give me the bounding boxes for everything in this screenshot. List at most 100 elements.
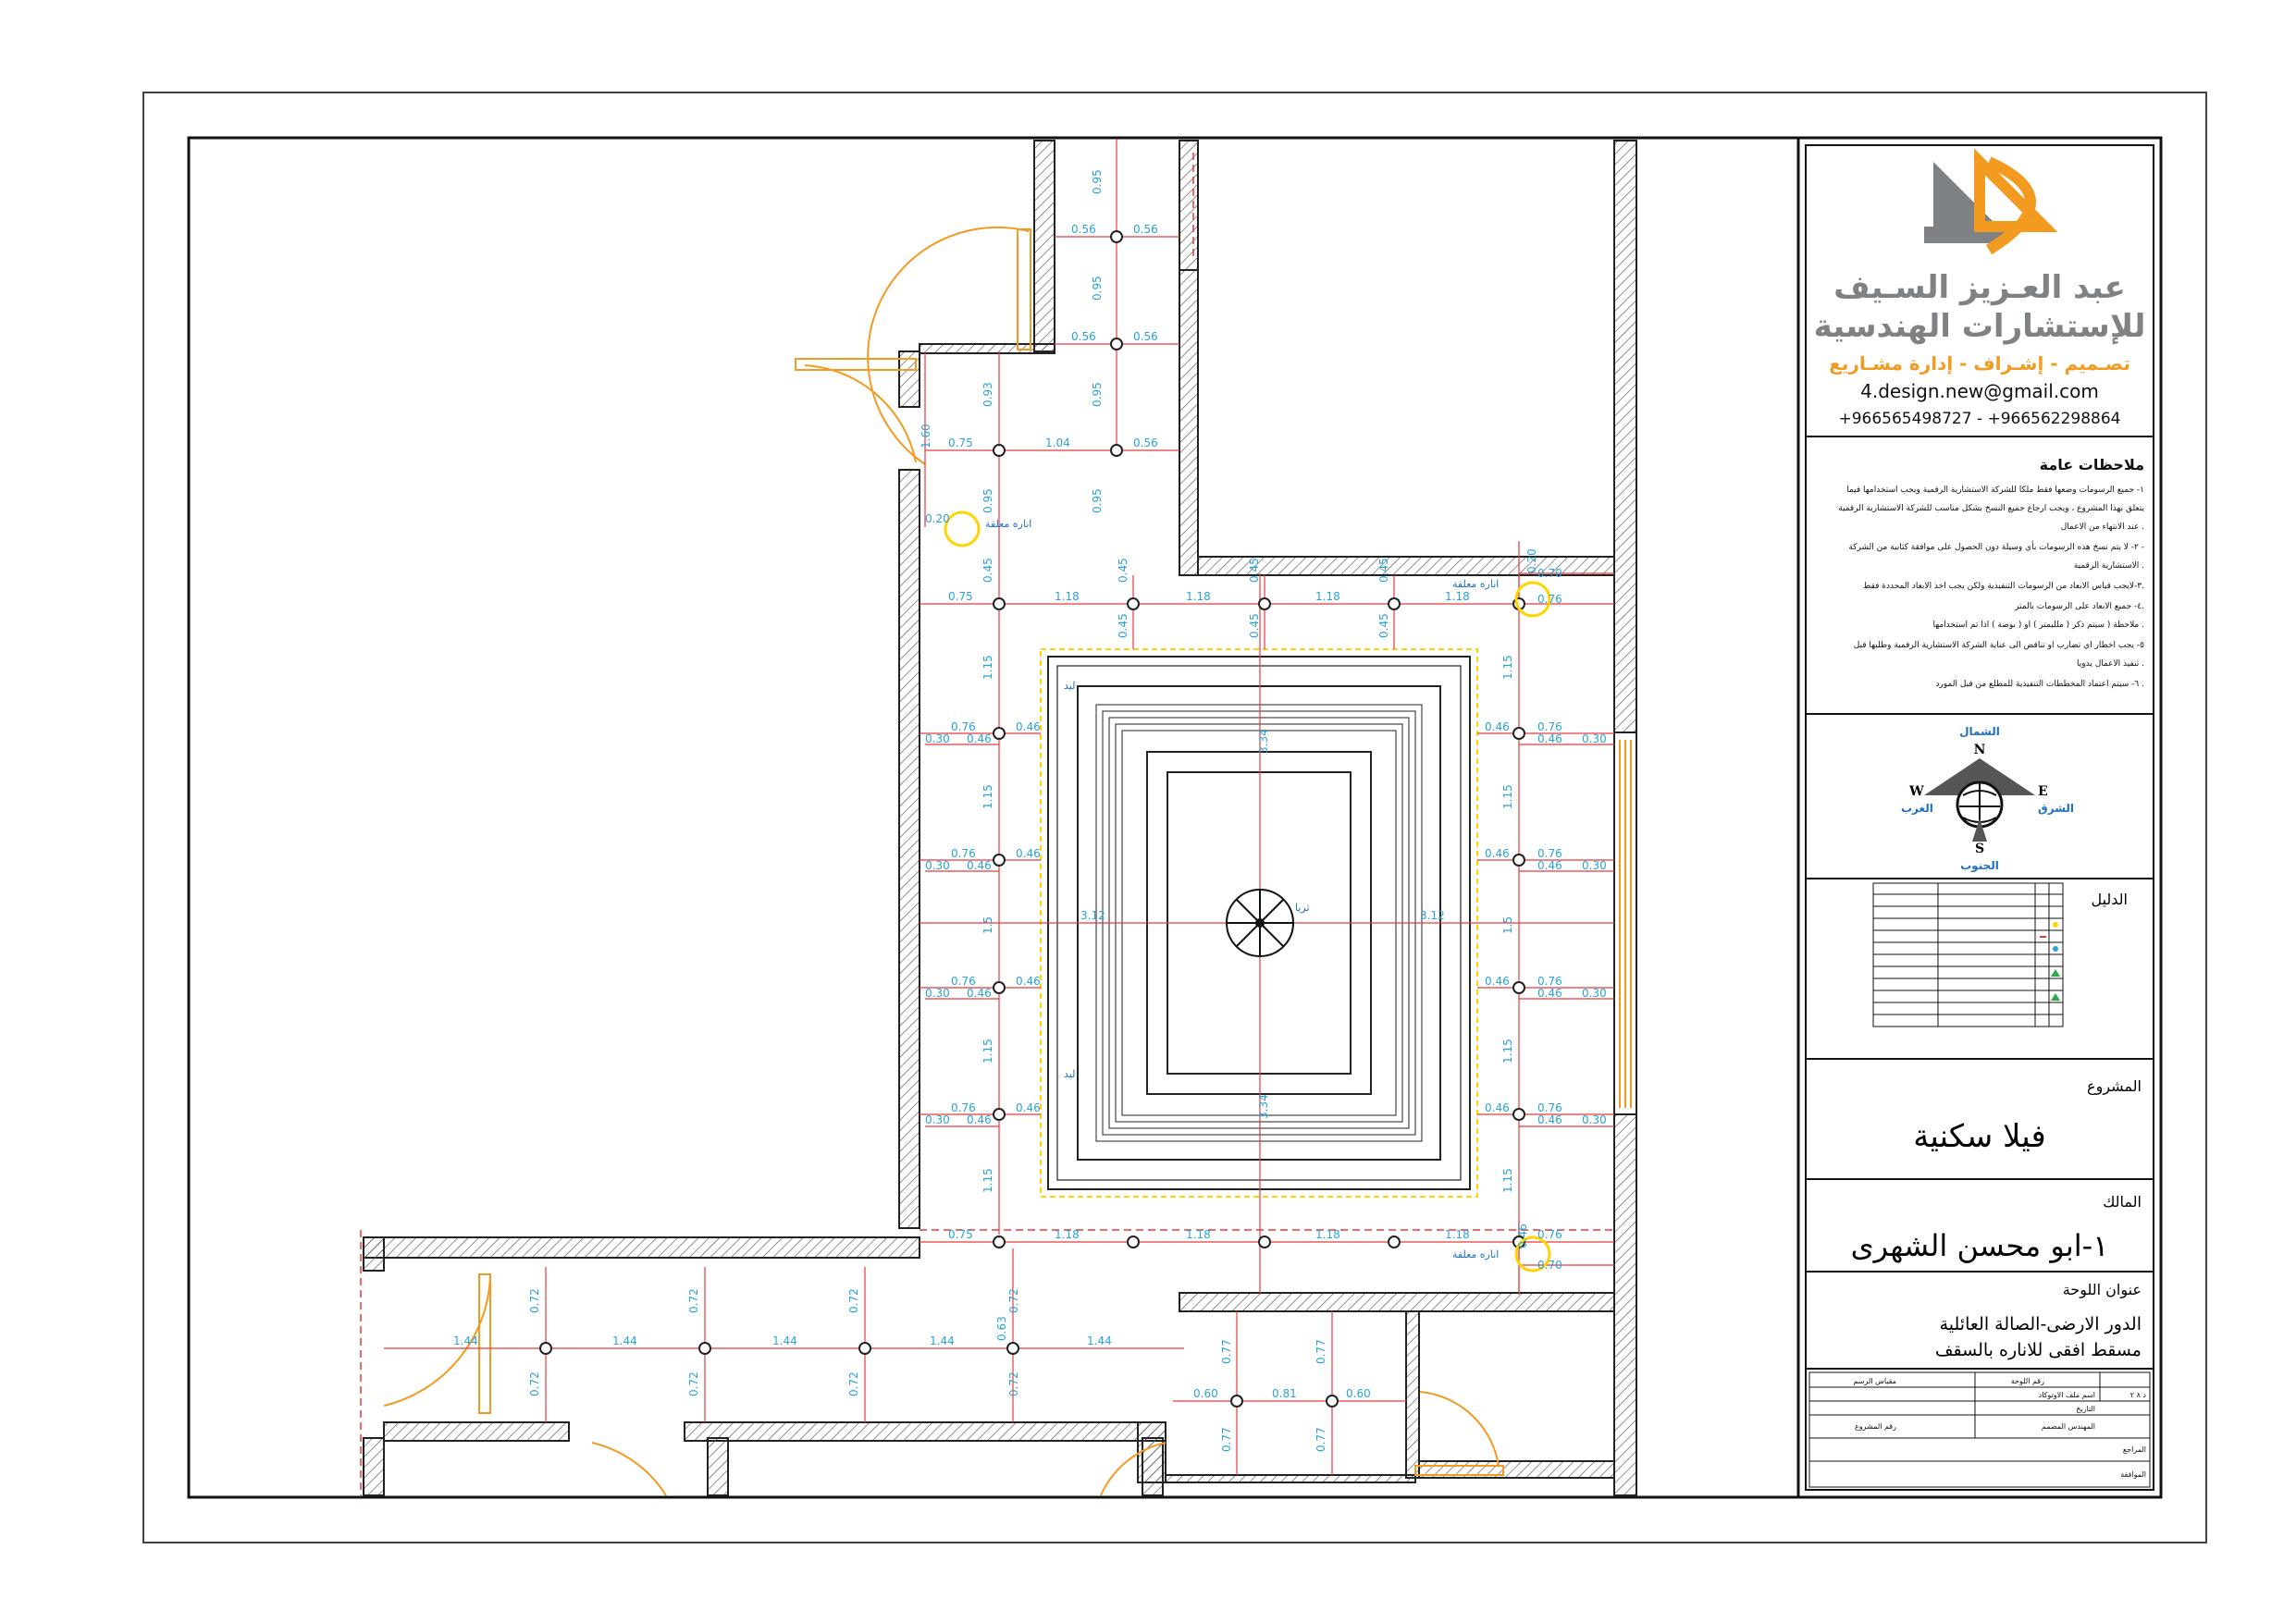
pendant-lights	[944, 510, 1551, 1273]
note-line: ٣-لايجب قياس الابعاد من الرسومات التنفيذ…	[1863, 582, 2144, 591]
svg-text:1.44: 1.44	[772, 1334, 797, 1347]
svg-text:0.72: 0.72	[847, 1288, 860, 1313]
plan-labels: اناره معلقة اناره معلقة اناره معلقة ثريا…	[985, 518, 1499, 1260]
svg-text:0.30: 0.30	[1582, 987, 1607, 1000]
svg-text:0.56: 0.56	[1133, 436, 1158, 449]
owner-label: المالك	[2103, 1193, 2142, 1211]
svg-text:0.20: 0.20	[1525, 548, 1538, 573]
svg-text:0.72: 0.72	[528, 1371, 541, 1396]
svg-text:1.5: 1.5	[981, 916, 994, 934]
svg-text:1.15: 1.15	[981, 655, 994, 680]
outer-frame	[142, 92, 2207, 1543]
led-label: ليد	[1064, 680, 1075, 692]
light-fixture	[539, 1342, 552, 1355]
note-line: عند الانتهاء من الاعمال .	[2061, 523, 2144, 532]
project-no-label: رقم المشروع	[1855, 1422, 1896, 1431]
legend-table	[1872, 882, 2064, 1027]
svg-text:0.46: 0.46	[1485, 847, 1510, 860]
note-line: ملاحظة ( سيتم ذكر ( ملليمتر ) او ( بوصة …	[1932, 621, 2144, 630]
svg-text:1.60: 1.60	[920, 424, 932, 449]
svg-text:1.5: 1.5	[1501, 916, 1514, 934]
pendant-light-ring	[1514, 1236, 1551, 1273]
svg-text:0.76: 0.76	[951, 1101, 976, 1114]
svg-text:0.46: 0.46	[1485, 720, 1510, 733]
svg-text:0.77: 0.77	[1220, 1339, 1233, 1364]
light-fixture	[1512, 854, 1525, 867]
light-fixture	[698, 1342, 711, 1355]
svg-text:0.46: 0.46	[1537, 732, 1562, 745]
compass-e-ar: الشرق	[2038, 802, 2074, 815]
note-line: ٦- سيتم اعتماد المخططات التنفيذية للمطلع…	[1936, 680, 2144, 689]
chandelier-label: ثريا	[1295, 902, 1310, 914]
svg-text:0.20: 0.20	[925, 512, 950, 525]
compass-w-ar: الغرب	[1901, 802, 1933, 815]
info-table-text: رقم اللوحة مقياس الرسم د ٨ ٢ اسم ملف الا…	[1853, 1377, 2146, 1479]
dimension-texts: 0.95 0.95 0.95 0.95 0.93 0.95 1.60 0.56 …	[453, 169, 1607, 1452]
svg-text:1.44: 1.44	[1087, 1334, 1112, 1347]
svg-text:0.46: 0.46	[1537, 859, 1562, 872]
walls	[363, 140, 1637, 1496]
led-label: ليد	[1064, 1068, 1075, 1080]
svg-text:0.95: 0.95	[1091, 169, 1104, 194]
svg-text:0.46: 0.46	[1537, 1113, 1562, 1126]
svg-text:0.46: 0.46	[967, 987, 992, 1000]
compass-s-ar: الجنوب	[1960, 859, 1999, 873]
svg-text:0.76: 0.76	[1537, 847, 1562, 860]
svg-text:1.15: 1.15	[981, 1039, 994, 1064]
svg-text:1.15: 1.15	[1501, 784, 1514, 809]
svg-text:0.76: 0.76	[1537, 975, 1562, 988]
svg-text:0.45: 0.45	[1117, 558, 1129, 583]
note-line: تنفيذ الاعمال يدويا .	[2077, 659, 2144, 669]
svg-text:0.45: 0.45	[1248, 613, 1261, 638]
svg-text:0.70: 0.70	[1537, 567, 1562, 580]
svg-text:1.44: 1.44	[930, 1334, 955, 1347]
pendant-light-ring	[944, 510, 981, 547]
svg-text:0.45: 0.45	[1377, 558, 1390, 583]
light-fixture	[993, 727, 1006, 740]
floor-code: د ٨ ٢	[2130, 1391, 2147, 1399]
svg-text:3.34: 3.34	[1257, 1094, 1270, 1119]
svg-text:0.77: 0.77	[1220, 1427, 1233, 1452]
chandelier-symbol	[1226, 889, 1294, 957]
svg-text:1.15: 1.15	[1501, 655, 1514, 680]
light-fixture	[1110, 444, 1123, 457]
svg-text:0.77: 0.77	[1315, 1427, 1327, 1452]
light-fixture	[993, 981, 1006, 994]
svg-text:0.56: 0.56	[1133, 223, 1158, 236]
title-block: عبد العـزيز السـيف للإستشارات الهندسية ت…	[1805, 144, 2154, 1491]
svg-text:0.46: 0.46	[1016, 975, 1041, 988]
svg-text:0.30: 0.30	[925, 1113, 950, 1126]
compass-w: W	[1908, 784, 1924, 799]
svg-text:0.46: 0.46	[1016, 847, 1041, 860]
light-fixture	[1110, 230, 1123, 243]
svg-text:0.30: 0.30	[925, 859, 950, 872]
svg-text:1.18: 1.18	[1445, 590, 1470, 603]
svg-text:0.30: 0.30	[925, 732, 950, 745]
note-line: ١- جميع الرسومات وضعها فقط ملكا للشركة ا…	[1846, 486, 2144, 495]
info-table	[1808, 1371, 2151, 1488]
svg-text:0.30: 0.30	[1582, 1113, 1607, 1126]
svg-text:1.44: 1.44	[453, 1334, 478, 1347]
legend-label: الدليل	[2091, 891, 2128, 908]
svg-text:0.76: 0.76	[1537, 720, 1562, 733]
svg-text:0.95: 0.95	[981, 488, 994, 513]
svg-text:3.34: 3.34	[1257, 729, 1270, 754]
svg-text:0.30: 0.30	[1582, 859, 1607, 872]
light-fixture	[1388, 597, 1401, 610]
date-label: التاريخ	[2076, 1405, 2095, 1413]
notes-list: ١- جميع الرسومات وضعها فقط ملكا للشركة ا…	[1838, 486, 2144, 689]
svg-text:1.15: 1.15	[1501, 1039, 1514, 1064]
svg-text:1.15: 1.15	[981, 1168, 994, 1193]
light-fixture	[1230, 1395, 1243, 1408]
light-fixture	[1258, 597, 1271, 610]
svg-text:0.72: 0.72	[847, 1371, 860, 1396]
drawing-frame	[187, 136, 2163, 1499]
svg-text:3.12: 3.12	[1080, 909, 1105, 922]
pendant-label: اناره معلقة	[1452, 578, 1499, 590]
svg-text:1.44: 1.44	[612, 1334, 637, 1347]
svg-text:0.46: 0.46	[967, 732, 992, 745]
svg-text:0.72: 0.72	[1007, 1371, 1020, 1396]
svg-text:0.30: 0.30	[1582, 732, 1607, 745]
svg-text:0.76: 0.76	[1537, 1101, 1562, 1114]
svg-text:0.81: 0.81	[1272, 1387, 1297, 1400]
